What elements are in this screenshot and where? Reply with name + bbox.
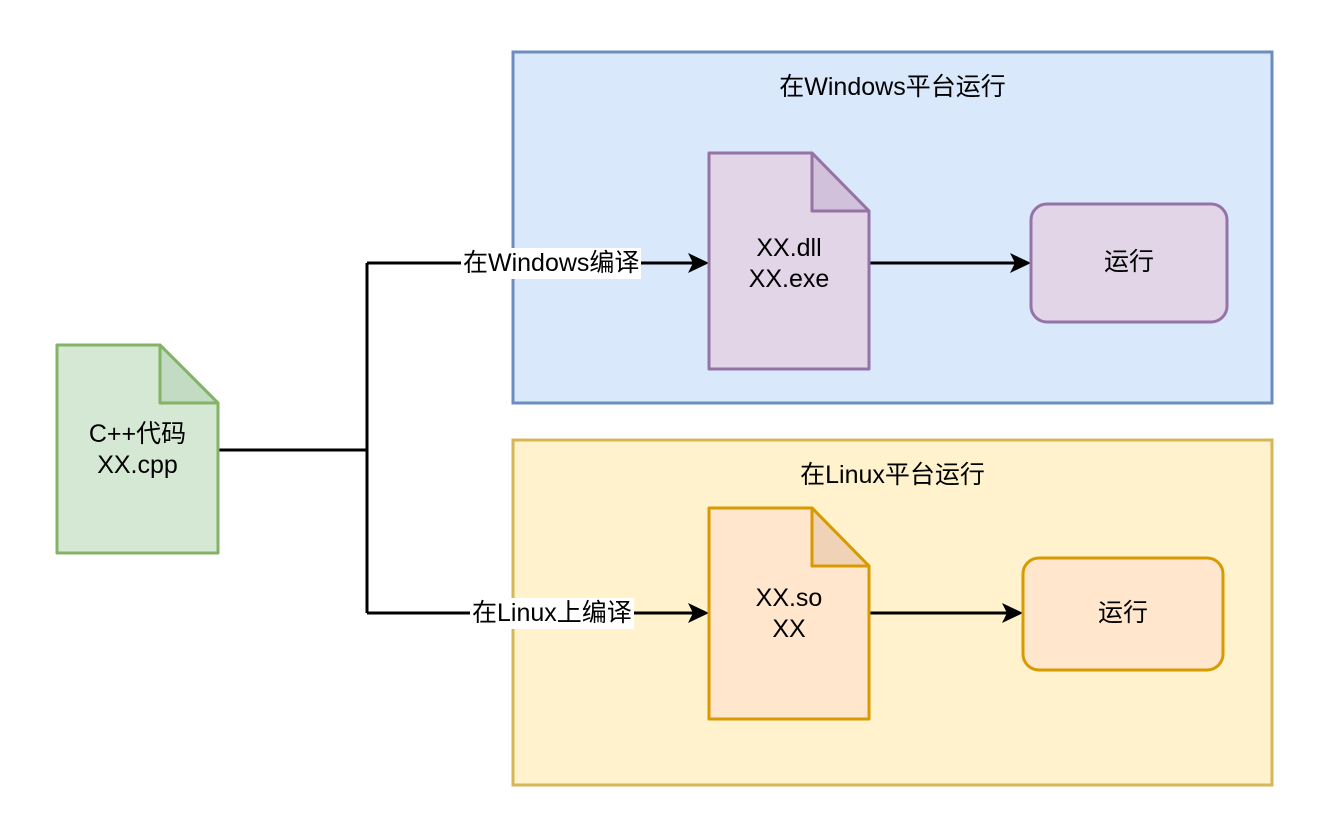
- edge-compile-linux-label: 在Linux上编译: [470, 598, 634, 629]
- linux-artifact-document-label: XX.so XX: [709, 566, 869, 662]
- linux-run-box-label: 运行: [1097, 599, 1148, 628]
- windows-run-box-label: 运行: [1103, 248, 1154, 277]
- windows-artifact-document-label-line1: XX.dll: [756, 233, 822, 262]
- cpp-source-document-label-line1: C++代码: [88, 419, 187, 448]
- windows-platform-container-title: 在Windows平台运行: [779, 73, 1006, 101]
- linux-platform-container-title: 在Linux平台运行: [800, 461, 985, 489]
- edge-compile-windows-label: 在Windows编译: [461, 248, 642, 279]
- cpp-source-document-label-line2: XX.cpp: [97, 451, 178, 479]
- linux-artifact-document-label-line2: XX: [772, 615, 806, 643]
- windows-artifact-document-label-line2: XX.exe: [748, 265, 830, 293]
- cpp-source-document-label: C++代码 XX.cpp: [57, 402, 218, 498]
- linux-artifact-document-label-line1: XX.so: [755, 583, 823, 612]
- windows-artifact-document-label: XX.dll XX.exe: [709, 216, 869, 312]
